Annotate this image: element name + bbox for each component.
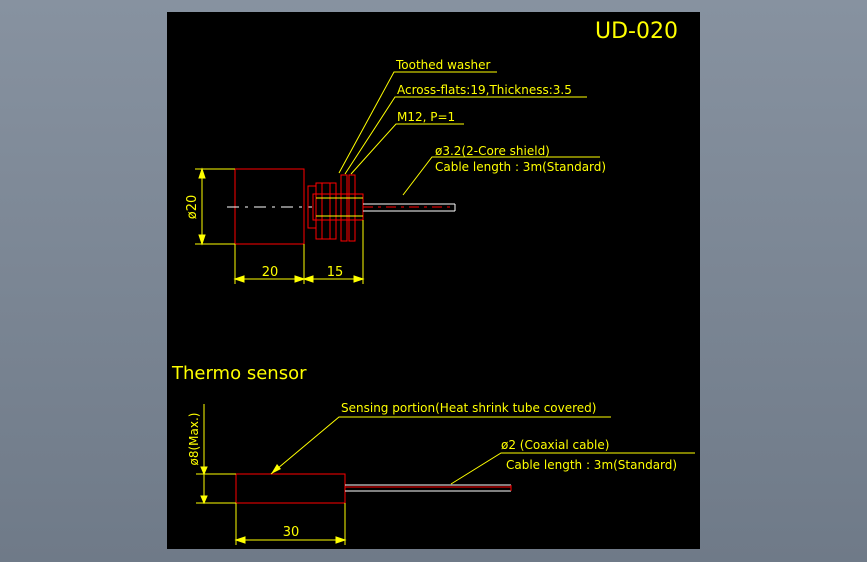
leader-arrow-sensing — [271, 464, 281, 474]
section-title-thermo-sensor: Thermo sensor — [171, 363, 307, 384]
sensing-portion — [235, 473, 346, 504]
cable-bottom — [345, 484, 511, 492]
label-toothed-washer: Toothed washer — [395, 58, 491, 72]
leader-lines-bottom — [270, 416, 695, 485]
label-sensing-portion: Sensing portion(Heat shrink tube covered… — [341, 401, 596, 415]
dim-diameter-8 — [196, 404, 236, 505]
label-dim30: 30 — [283, 525, 300, 540]
label-across-flats: Across-flats:19,Thickness:3.5 — [397, 83, 572, 97]
label-dia8: ø8(Max.) — [187, 413, 201, 466]
label-dia20: ø20 — [185, 195, 200, 220]
label-cable-length-bottom: Cable length : 3m(Standard) — [506, 458, 677, 472]
dim-diameter-20 — [195, 167, 235, 246]
cable-top — [363, 203, 456, 212]
threaded-section — [307, 174, 364, 242]
label-cable-dia-bottom: ø2 (Coaxial cable) — [501, 438, 609, 452]
dim-length-top — [233, 220, 365, 284]
cad-drawing: UD-020 Toothed washer Across-flats:19,Th… — [171, 19, 695, 545]
drawing-title: UD-020 — [595, 19, 678, 44]
label-dim15: 15 — [327, 265, 344, 280]
drawing-canvas: UD-020 Toothed washer Across-flats:19,Th… — [167, 12, 700, 549]
dim-length-30 — [234, 503, 347, 545]
thread-lines — [316, 197, 363, 217]
leader-lines-top — [338, 71, 600, 196]
label-thread: M12, P=1 — [397, 110, 455, 124]
cable-bottom-outline — [345, 485, 512, 491]
label-dim20: 20 — [262, 265, 279, 280]
label-cable-length-top: Cable length : 3m(Standard) — [435, 160, 606, 174]
label-cable-dia-top: ø3.2(2-Core shield) — [435, 144, 550, 158]
